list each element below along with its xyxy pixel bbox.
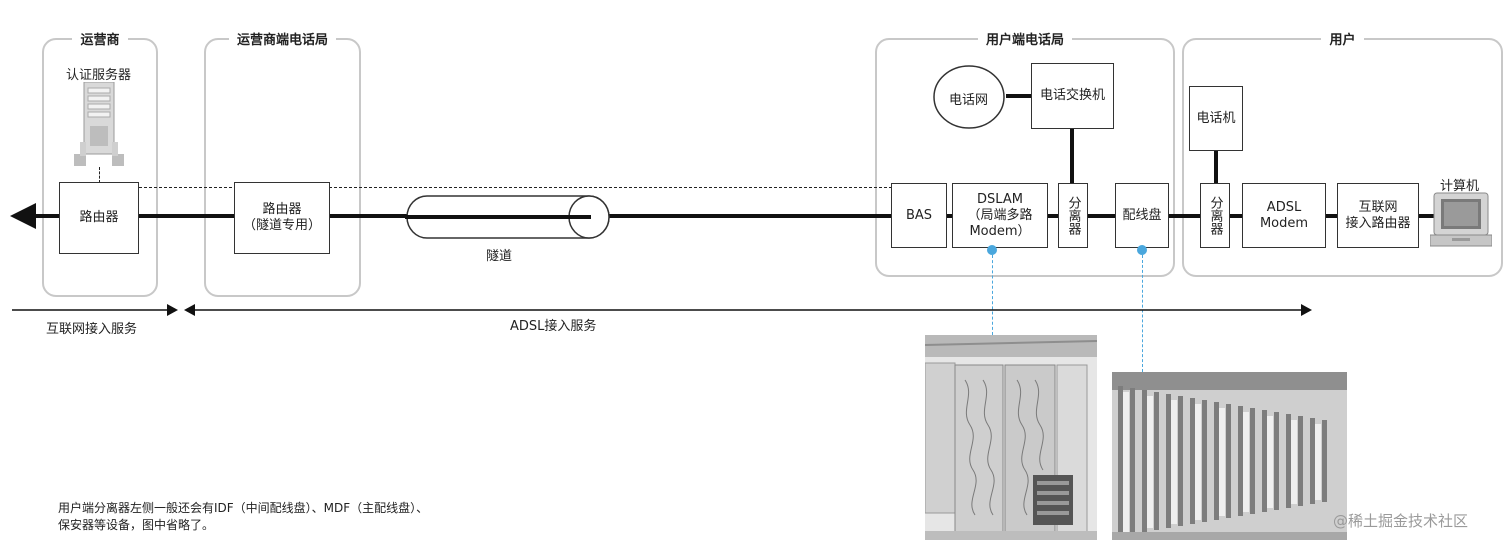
- access-router-label-2: 接入路由器: [1345, 215, 1411, 231]
- access-router-label-1: 互联网: [1358, 199, 1398, 215]
- operator-region-title: 运营商: [72, 33, 128, 48]
- watermark: @稀土掘金技术社区: [1333, 512, 1469, 530]
- left-arrow-head: [10, 203, 36, 229]
- adsl-access-label: ADSL接入服务: [510, 319, 597, 334]
- bas: BAS: [891, 183, 947, 248]
- footnote: 用户端分离器左侧一般还会有IDF（中间配线盘）、MDF（主配线盘）、 保安器等设…: [58, 500, 428, 534]
- dslam-equipment-photo: [925, 335, 1097, 540]
- phone-switch: 电话交换机: [1031, 63, 1114, 129]
- server-icon: [74, 82, 124, 166]
- splitter-office-label: 分离器: [1065, 196, 1081, 235]
- adsl-modem-label-1: ADSL: [1266, 199, 1302, 215]
- user-region: 用户: [1182, 33, 1503, 277]
- network-switch-line: [1006, 94, 1032, 98]
- user-office-region: 用户端电话局: [875, 33, 1175, 277]
- auth-dashed-line: [139, 187, 892, 188]
- router-operator-label: 路由器: [79, 210, 119, 225]
- telephone-splitter-line: [1214, 151, 1218, 184]
- internet-access-label: 互联网接入服务: [46, 322, 138, 337]
- distribution-frame-label: 配线盘: [1122, 207, 1162, 223]
- router-tunnel-label-1: 路由器: [262, 202, 302, 217]
- operator-office-region-title: 运营商端电话局: [228, 33, 336, 48]
- dslam-photo-connector: [992, 255, 993, 335]
- adsl-modem-label-2: Modem: [1259, 215, 1309, 231]
- phone-network-ellipse: [933, 65, 1005, 129]
- user-region-title: 用户: [1321, 33, 1364, 48]
- phone-switch-label: 电话交换机: [1039, 88, 1105, 103]
- router-operator: 路由器: [59, 182, 139, 254]
- dslam-label-2: （局端多路: [967, 207, 1033, 223]
- frame-photo-marker: [1137, 245, 1147, 255]
- internet-access-arrow: [12, 304, 178, 316]
- telephone: 电话机: [1189, 86, 1243, 151]
- operator-region: 运营商: [42, 33, 158, 297]
- tunnel-label: 隧道: [486, 249, 513, 264]
- user-office-region-title: 用户端电话局: [977, 33, 1072, 48]
- dslam-photo-marker: [987, 245, 997, 255]
- dslam: DSLAM （局端多路 Modem）: [952, 183, 1048, 248]
- tunnel-cylinder: [405, 195, 610, 239]
- switch-splitter-line: [1070, 129, 1074, 184]
- adsl-modem: ADSL Modem: [1242, 183, 1326, 248]
- auth-server-label: 认证服务器: [66, 68, 132, 83]
- computer-icon: [1430, 192, 1492, 247]
- splitter-user-label: 分离器: [1207, 196, 1223, 235]
- distribution-frame: 配线盘: [1115, 183, 1169, 248]
- auth-vertical-dash: [99, 167, 100, 183]
- distribution-frame-photo: [1112, 372, 1347, 540]
- router-tunnel-label-2: （隧道专用）: [242, 218, 321, 233]
- access-router: 互联网 接入路由器: [1337, 183, 1419, 248]
- computer-label: 计算机: [1440, 179, 1480, 194]
- main-connection-line: [32, 214, 1438, 218]
- footnote-line-1: 用户端分离器左侧一般还会有IDF（中间配线盘）、MDF（主配线盘）、: [58, 501, 429, 515]
- footnote-line-2: 保安器等设备，图中省略了。: [58, 518, 215, 532]
- operator-office-region: 运营商端电话局: [204, 33, 361, 297]
- adsl-access-arrow: [184, 304, 1312, 316]
- phone-network-label: 电话网: [949, 93, 989, 108]
- frame-photo-connector: [1142, 255, 1143, 372]
- splitter-office: 分离器: [1058, 183, 1088, 248]
- dslam-label-1: DSLAM: [977, 191, 1023, 207]
- telephone-label: 电话机: [1196, 110, 1236, 126]
- router-tunnel: 路由器 （隧道专用）: [234, 182, 330, 254]
- dslam-label-3: Modem）: [969, 223, 1031, 239]
- bas-label: BAS: [905, 207, 933, 223]
- splitter-user: 分离器: [1200, 183, 1230, 248]
